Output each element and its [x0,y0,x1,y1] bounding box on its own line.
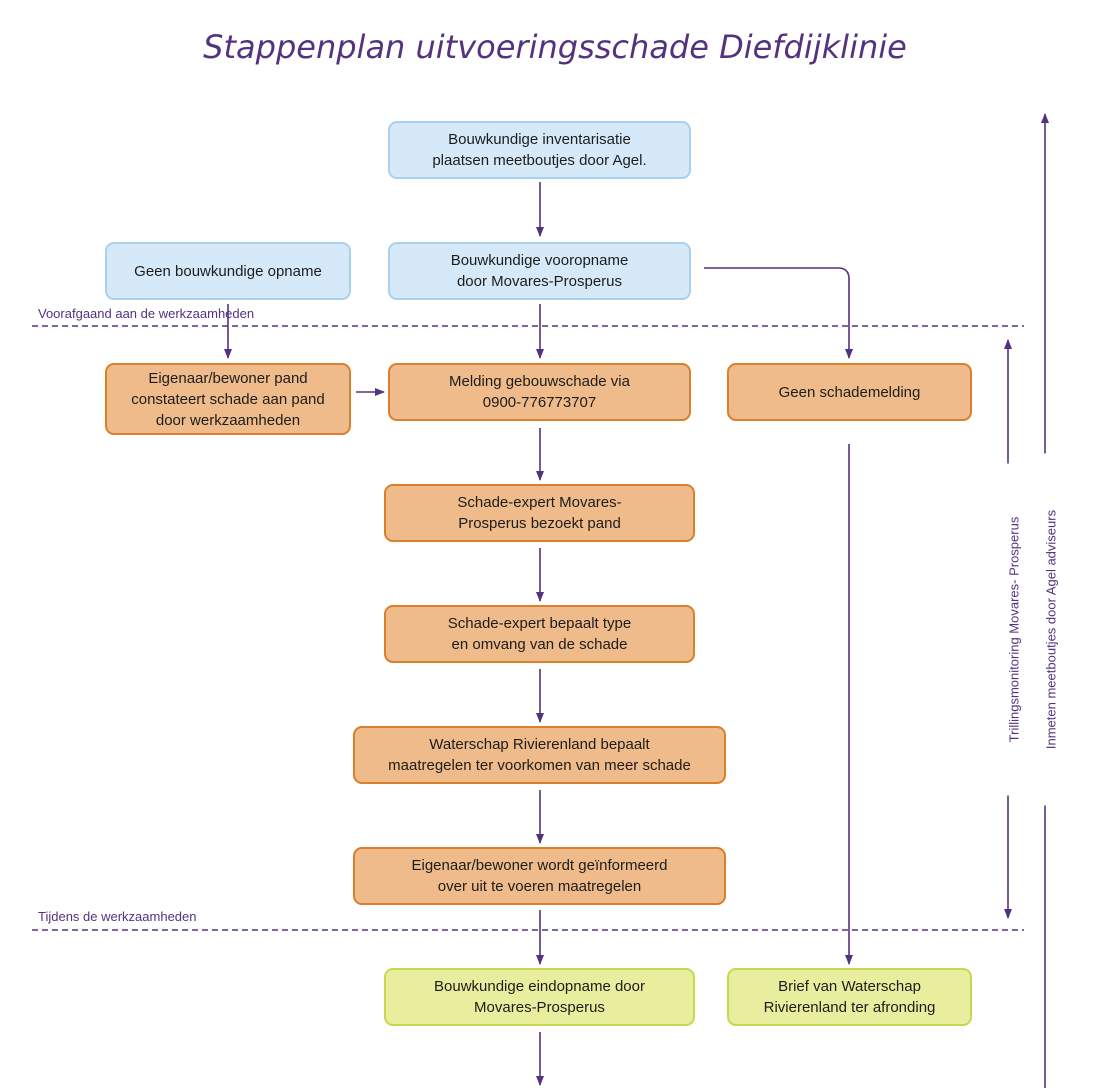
box-vooropname: Bouwkundige vooropname door Movares-Pros… [388,242,691,300]
box-melding-gebouwschade: Melding gebouwschade via 0900-776773707 [388,363,691,421]
box-geen-bouwkundige-opname: Geen bouwkundige opname [105,242,351,300]
box-waterschap-maatregelen: Waterschap Rivierenland bepaalt maatrege… [353,726,726,784]
side-label-trillingsmonitoring: Trillingsmonitoring Movares- Prosperus [1006,463,1022,796]
side-label-inmeten: Inmeten meetboutjes door Agel adviseurs [1043,453,1059,806]
phase-label-before: Voorafgaand aan de werkzaamheden [38,306,255,321]
arrow-vooropname-geen-melding [704,267,853,359]
box-expert-bepaalt: Schade-expert bepaalt type en omvang van… [384,605,695,663]
box-expert-bezoek: Schade-expert Movares- Prosperus bezoekt… [384,484,695,542]
box-eigenaar-constateert: Eigenaar/bewoner pand constateert schade… [105,363,351,435]
box-geen-schademelding: Geen schademelding [727,363,972,421]
phase-label-during: Tijdens de werkzaamheden [38,909,197,924]
box-eigenaar-geinformeerd: Eigenaar/bewoner wordt geïnformeerd over… [353,847,726,905]
box-inventarisatie: Bouwkundige inventarisatie plaatsen meet… [388,121,691,179]
box-brief-waterschap: Brief van Waterschap Rivierenland ter af… [727,968,972,1026]
box-eindopname: Bouwkundige eindopname door Movares-Pros… [384,968,695,1026]
page-title: Stappenplan uitvoeringsschade Diefdijkli… [203,28,907,66]
